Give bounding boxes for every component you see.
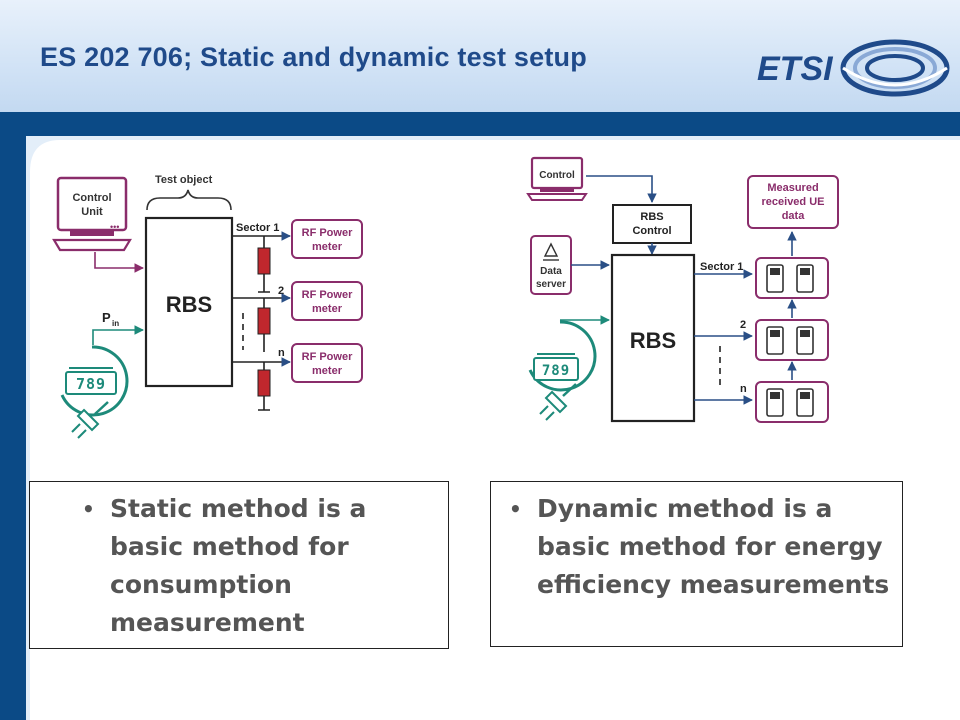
dyn-sector-2-label: 2 [740,319,746,331]
pin-label: P [102,310,111,325]
etsi-logo: ETSI [757,39,950,97]
sector-2-label: 2 [278,285,284,297]
rf-label-1: RF Power [302,227,353,239]
static-method-box: • Static method is a basic method for co… [29,481,449,649]
control-unit-icon: Control Unit ••• [52,176,132,252]
test-object-label: Test object [155,174,213,186]
resistor-n [257,369,271,397]
rf-label-1: RF Power [302,351,353,363]
rbs-control-box [612,204,692,244]
dynamic-method-box: • Dynamic method is a basic method for e… [490,481,903,647]
data-server-label-2: server [536,279,566,290]
ue-group-n [755,381,829,423]
static-method-text: Static method is a basic method for cons… [110,494,367,637]
ue-group-1 [755,257,829,299]
pin-sub-label: in [112,319,119,328]
sector-n-label: n [278,347,285,359]
rf-label-2: meter [312,241,343,253]
rbs-box-dynamic [610,253,696,423]
measured-data-box [747,175,839,229]
measured-label-1: Measured [767,182,818,194]
bullet-icon: • [82,497,95,521]
rf-label-2: meter [312,303,343,315]
rf-label-1: RF Power [302,289,353,301]
rbs-label: RBS [166,292,212,317]
power-meter-icon-dynamic: 789 [528,320,597,421]
resistor-1 [257,247,271,275]
data-server-label-1: Data [540,266,562,277]
control-unit-label-2: Unit [81,206,103,218]
svg-text:•••: ••• [110,222,119,232]
measured-label-3: data [782,210,806,222]
ue-group-2 [755,319,829,361]
control-unit-label-1: Control [72,192,111,204]
dyn-sector-1-label: Sector 1 [700,261,743,273]
slide-title: ES 202 706; Static and dynamic test setu… [40,42,587,72]
rf-label-2: meter [312,365,343,377]
logo-text: ETSI [757,50,834,88]
meter-digits-dynamic: 789 [542,363,570,379]
rf-power-meter-n: RF Power meter [291,343,363,383]
control-monitor-icon: Control [526,156,588,201]
sector-1-label: Sector 1 [236,222,279,234]
dynamic-method-text: Dynamic method is a basic method for ene… [537,494,890,599]
rbs-control-label-2: Control [632,225,671,237]
bullet-icon: • [509,497,522,521]
control-label: Control [539,170,575,181]
power-meter-icon: 789 [60,345,129,439]
rf-power-meter-2: RF Power meter [291,281,363,321]
rbs-box [144,216,234,388]
measured-label-2: received UE [762,196,825,208]
rbs-control-label-1: RBS [640,211,663,223]
data-server-icon: Data server [530,235,572,295]
meter-digits: 789 [76,375,106,393]
static-method-bullet: • Static method is a basic method for co… [82,490,448,642]
rf-power-meter-1: RF Power meter [291,219,363,259]
test-object-brace [146,189,232,211]
dynamic-method-bullet: • Dynamic method is a basic method for e… [509,490,902,604]
resistor-2 [257,307,271,335]
dyn-sector-n-label: n [740,383,747,395]
rbs-label-dynamic: RBS [630,328,676,353]
